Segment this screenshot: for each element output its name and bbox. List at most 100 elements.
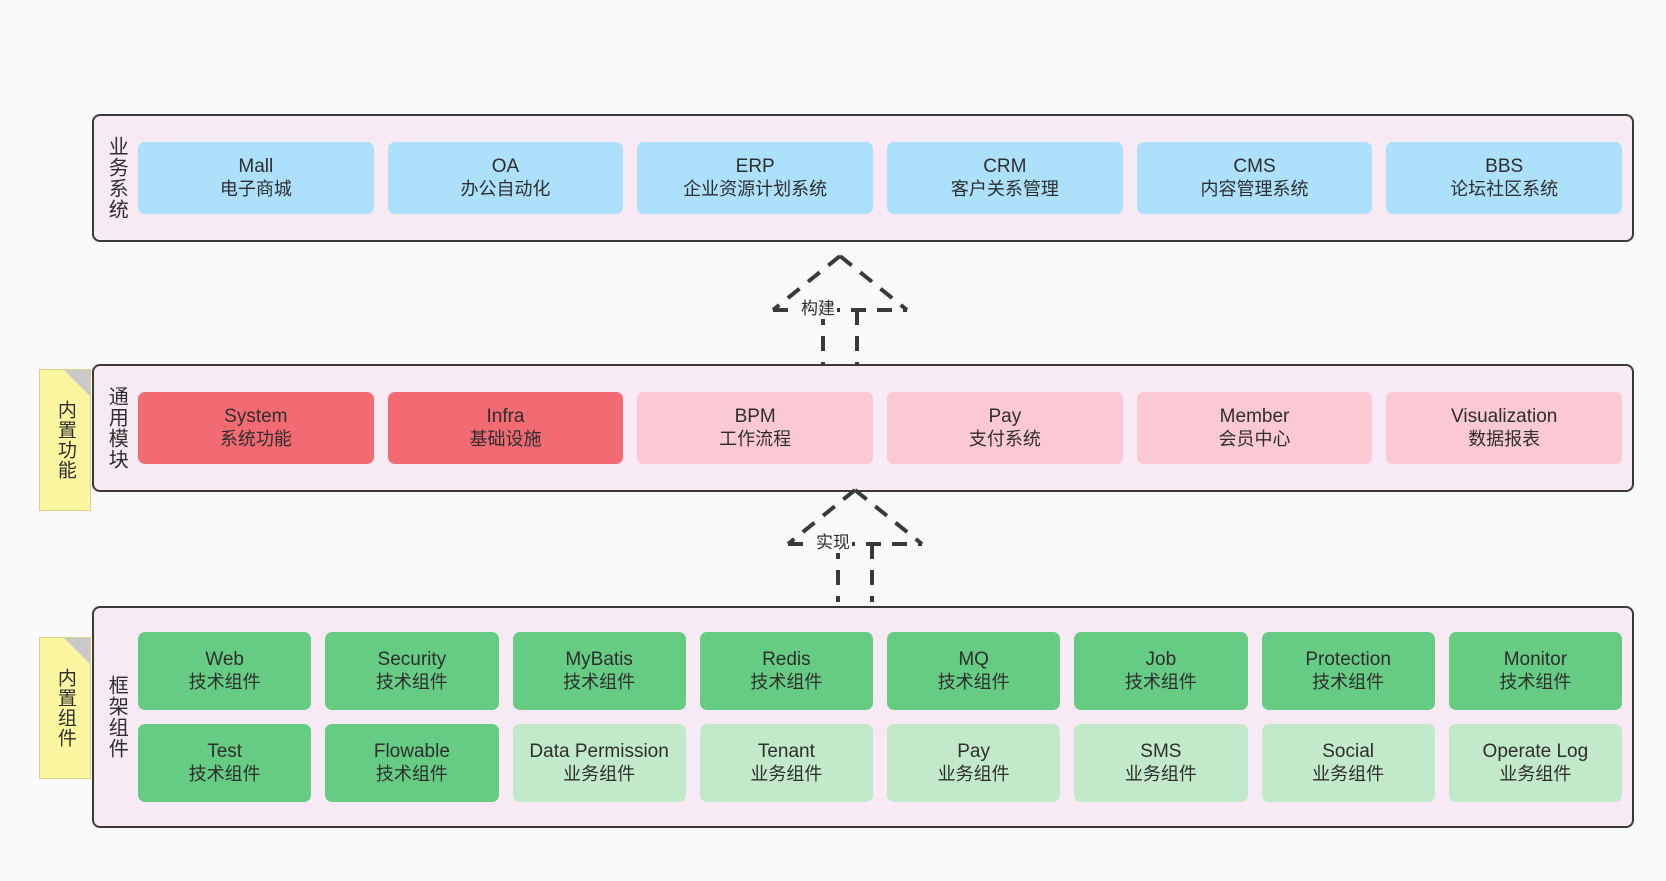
card-title: Social [1322,741,1374,763]
dashed-generalization-arrow-icon [786,488,924,602]
layer-title-framework-component: 框架组件 [105,675,128,759]
card-oa[interactable]: OA 办公自动化 [387,142,624,214]
card-subtitle: 数据报表 [1468,428,1541,449]
layer-business-system: 业务系统 Mall 电子商城 OA 办公自动化 ERP 企业资源计划系统 CRM… [92,114,1634,242]
layer-title-common-module: 通用模块 [105,386,128,470]
layer-framework-component: 框架组件 Web 技术组件 Security 技术组件 MyBatis 技术组件… [92,606,1634,828]
card-operate-log[interactable]: Operate Log 业务组件 [1448,724,1622,802]
card-subtitle: 客户关系管理 [950,178,1059,199]
card-title: Tenant [757,741,815,763]
card-title: MyBatis [565,649,633,671]
card-subtitle: 业务组件 [563,763,636,784]
card-subtitle: 系统功能 [219,428,292,449]
card-title: Pay [988,406,1022,428]
card-title: Security [377,649,447,671]
card-title: BBS [1485,156,1524,178]
card-subtitle: 技术组件 [1124,671,1197,692]
connector-implement: 实现 [770,482,940,602]
card-subtitle: 业务组件 [1124,763,1197,784]
common-card-row: System 系统功能 Infra 基础设施 BPM 工作流程 Pay 支付系统… [138,392,1623,464]
note-label: 内置功能 [54,400,76,480]
card-job[interactable]: Job 技术组件 [1074,632,1248,710]
card-mq[interactable]: MQ 技术组件 [887,632,1061,710]
card-erp[interactable]: ERP 企业资源计划系统 [637,142,874,214]
card-visualization[interactable]: Visualization 数据报表 [1386,392,1623,464]
card-web[interactable]: Web 技术组件 [138,632,312,710]
card-member[interactable]: Member 会员中心 [1136,392,1373,464]
card-subtitle: 内容管理系统 [1200,178,1309,199]
connector-label-build: 构建 [798,294,837,319]
card-system[interactable]: System 系统功能 [138,392,374,464]
card-title: OA [491,156,520,178]
card-protection[interactable]: Protection 技术组件 [1261,632,1435,710]
business-card-row: Mall 电子商城 OA 办公自动化 ERP 企业资源计划系统 CRM 客户关系… [138,142,1623,214]
card-crm[interactable]: CRM 客户关系管理 [887,142,1123,214]
card-subtitle: 业务组件 [1312,763,1385,784]
card-subtitle: 基础设施 [469,428,542,449]
card-redis[interactable]: Redis 技术组件 [699,632,873,710]
card-subtitle: 会员中心 [1218,428,1291,449]
card-subtitle: 企业资源计划系统 [683,178,828,199]
dashed-generalization-arrow-icon [771,254,909,368]
card-title: Mall [238,156,274,178]
card-title: Redis [762,649,811,671]
card-subtitle: 业务组件 [1499,763,1572,784]
card-subtitle: 技术组件 [1312,671,1385,692]
card-subtitle: 办公自动化 [460,178,551,199]
card-test[interactable]: Test 技术组件 [138,724,312,802]
card-data-permission[interactable]: Data Permission 业务组件 [512,724,686,802]
card-monitor[interactable]: Monitor 技术组件 [1448,632,1622,710]
card-infra[interactable]: Infra 基础设施 [387,392,624,464]
layer-common-module: 通用模块 System 系统功能 Infra 基础设施 BPM 工作流程 Pay… [92,364,1634,492]
card-title: Member [1219,406,1290,428]
card-mybatis[interactable]: MyBatis 技术组件 [512,632,686,710]
card-subtitle: 业务组件 [937,763,1010,784]
layer-body-framework-component: Web 技术组件 Security 技术组件 MyBatis 技术组件 Redi… [138,616,1622,818]
card-security[interactable]: Security 技术组件 [325,632,499,710]
card-title: Protection [1305,649,1391,671]
card-tenant[interactable]: Tenant 业务组件 [699,724,873,802]
card-title: Data Permission [529,741,669,763]
card-title: SMS [1140,741,1182,763]
folded-corner-icon [64,638,90,664]
card-subtitle: 工作流程 [719,428,792,449]
note-label: 内置组件 [54,668,76,748]
card-flowable[interactable]: Flowable 技术组件 [325,724,499,802]
card-sms[interactable]: SMS 业务组件 [1074,724,1248,802]
card-subtitle: 技术组件 [1499,671,1572,692]
card-title: Job [1145,649,1177,671]
card-subtitle: 技术组件 [937,671,1010,692]
note-builtin-function: 内置功能 [39,369,91,511]
card-pay[interactable]: Pay 支付系统 [887,392,1123,464]
card-subtitle: 技术组件 [188,671,261,692]
card-bbs[interactable]: BBS 论坛社区系统 [1386,142,1623,214]
card-subtitle: 技术组件 [375,671,448,692]
card-social[interactable]: Social 业务组件 [1261,724,1435,802]
card-pay-business[interactable]: Pay 业务组件 [887,724,1061,802]
card-subtitle: 业务组件 [750,763,823,784]
card-subtitle: 技术组件 [188,763,261,784]
card-subtitle: 技术组件 [563,671,636,692]
card-title: Visualization [1451,406,1558,428]
card-subtitle: 论坛社区系统 [1450,178,1559,199]
card-title: System [224,406,288,428]
folded-corner-icon [64,370,90,396]
card-title: Operate Log [1482,741,1589,763]
card-title: BPM [734,406,776,428]
card-title: MQ [958,649,989,671]
card-title: CMS [1233,156,1276,178]
card-bpm[interactable]: BPM 工作流程 [637,392,874,464]
card-subtitle: 电子商城 [219,178,292,199]
card-title: Monitor [1503,649,1568,671]
card-title: Infra [486,406,525,428]
connector-label-implement: 实现 [813,528,852,553]
framework-business-component-row: Test 技术组件 Flowable 技术组件 Data Permission … [138,724,1622,802]
card-mall[interactable]: Mall 电子商城 [138,142,374,214]
card-title: Flowable [373,741,450,763]
card-cms[interactable]: CMS 内容管理系统 [1136,142,1373,214]
card-title: Test [207,741,243,763]
framework-tech-component-row: Web 技术组件 Security 技术组件 MyBatis 技术组件 Redi… [138,632,1622,710]
connector-build: 构建 [755,248,925,368]
card-title: Web [205,649,244,671]
